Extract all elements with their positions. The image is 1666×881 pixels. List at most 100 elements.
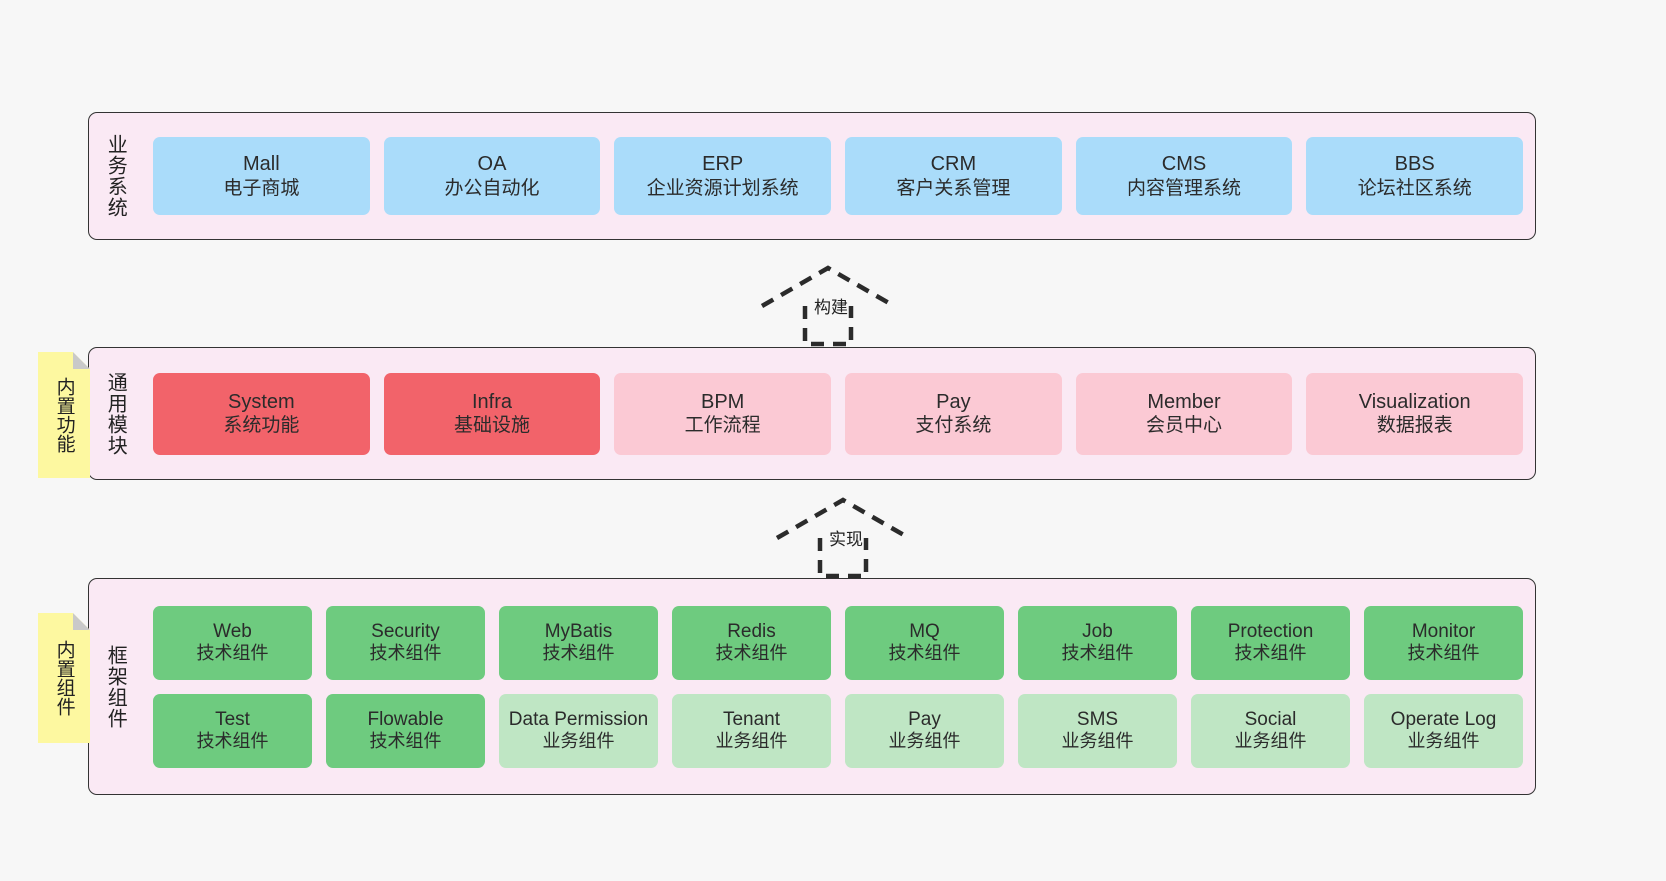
module-name-en: Mall [243, 153, 280, 176]
module-box-crm[interactable]: CRM 客户关系管理 [845, 137, 1062, 215]
module-box-system[interactable]: System 系统功能 [153, 372, 370, 455]
component-type-cn: 技术组件 [369, 643, 442, 664]
module-name-cn: 办公自动化 [444, 177, 540, 199]
component-name-en: MQ [909, 620, 940, 642]
module-box-cms[interactable]: CMS 内容管理系统 [1075, 137, 1293, 215]
connector-implement: 实现 [765, 490, 945, 582]
component-name-en: SMS [1076, 708, 1119, 730]
layer-body-framework-components: Web 技术组件 Security 技术组件 MyBatis 技术组件 Redi… [141, 579, 1535, 794]
component-box-tenant[interactable]: Tenant 业务组件 [672, 693, 831, 768]
module-name-en: BBS [1394, 153, 1435, 176]
framework-tech-components-row: Web 技术组件 Security 技术组件 MyBatis 技术组件 Redi… [153, 605, 1523, 680]
component-type-cn: 技术组件 [196, 731, 269, 752]
module-box-oa[interactable]: OA 办公自动化 [383, 137, 601, 215]
framework-business-components-row: Test 技术组件 Flowable 技术组件 Data Permission … [153, 693, 1523, 768]
component-name-en: MyBatis [544, 620, 613, 642]
layer-body-common-modules: System 系统功能 Infra 基础设施 BPM 工作流程 Pay 支付系统… [141, 348, 1535, 479]
module-name-cn: 数据报表 [1376, 415, 1453, 437]
layer-common-modules: 通用模块 System 系统功能 Infra 基础设施 BPM 工作流程 Pay… [88, 347, 1536, 480]
component-name-en: Test [215, 708, 250, 730]
note-builtin-features: 内置功能 [38, 352, 90, 478]
component-type-cn: 业务组件 [888, 731, 961, 752]
common-modules-row: System 系统功能 Infra 基础设施 BPM 工作流程 Pay 支付系统… [153, 372, 1524, 455]
component-box-mybatis[interactable]: MyBatis 技术组件 [499, 605, 658, 680]
component-box-web[interactable]: Web 技术组件 [153, 605, 312, 680]
layer-title-business: 业务系统 [104, 134, 127, 218]
module-box-erp[interactable]: ERP 企业资源计划系统 [614, 137, 832, 215]
component-type-cn: 技术组件 [1234, 643, 1307, 664]
module-name-en: CRM [930, 153, 977, 176]
component-name-en: Social [1244, 708, 1297, 730]
module-name-en: System [227, 390, 295, 413]
component-box-pay[interactable]: Pay 业务组件 [845, 693, 1004, 768]
connector-build: 构建 [750, 258, 930, 350]
component-type-cn: 业务组件 [1234, 731, 1307, 752]
module-name-cn: 电子商城 [223, 177, 300, 199]
component-box-social[interactable]: Social 业务组件 [1191, 693, 1350, 768]
module-box-infra[interactable]: Infra 基础设施 [383, 372, 601, 455]
module-box-member[interactable]: Member 会员中心 [1075, 372, 1293, 455]
module-name-en: Pay [936, 390, 971, 413]
module-name-cn: 系统功能 [223, 415, 300, 437]
module-box-bpm[interactable]: BPM 工作流程 [614, 372, 832, 455]
module-box-pay[interactable]: Pay 支付系统 [845, 372, 1062, 455]
component-type-cn: 业务组件 [1061, 731, 1134, 752]
generalization-arrow-icon [760, 265, 896, 347]
component-box-operate-log[interactable]: Operate Log 业务组件 [1364, 693, 1523, 768]
component-box-monitor[interactable]: Monitor 技术组件 [1364, 605, 1523, 680]
component-box-data-permission[interactable]: Data Permission 业务组件 [499, 693, 658, 768]
layer-title-framework-components: 框架组件 [104, 644, 127, 729]
layer-framework-components: 框架组件 Web 技术组件 Security 技术组件 MyBatis 技术组件… [88, 578, 1536, 795]
module-name-cn: 支付系统 [915, 415, 992, 437]
component-type-cn: 技术组件 [715, 643, 788, 664]
component-type-cn: 业务组件 [542, 731, 615, 752]
component-type-cn: 技术组件 [369, 731, 442, 752]
module-name-cn: 基础设施 [454, 415, 531, 437]
module-name-cn: 工作流程 [684, 415, 761, 437]
component-type-cn: 业务组件 [715, 731, 788, 752]
component-name-en: Flowable [367, 708, 444, 730]
component-type-cn: 技术组件 [542, 643, 615, 664]
component-box-flowable[interactable]: Flowable 技术组件 [326, 693, 485, 768]
component-name-en: Operate Log [1390, 708, 1497, 730]
layer-body-business: Mall 电子商城 OA 办公自动化 ERP 企业资源计划系统 CRM 客户关系… [141, 113, 1535, 239]
module-name-cn: 客户关系管理 [896, 177, 1011, 199]
note-builtin-components: 内置组件 [38, 613, 90, 743]
module-box-bbs[interactable]: BBS 论坛社区系统 [1306, 137, 1524, 215]
connector-label-implement: 实现 [829, 530, 863, 549]
component-name-en: Job [1082, 620, 1113, 642]
component-box-protection[interactable]: Protection 技术组件 [1191, 605, 1350, 680]
module-name-en: Member [1147, 390, 1221, 413]
component-box-test[interactable]: Test 技术组件 [153, 693, 312, 768]
component-name-en: Security [371, 620, 440, 642]
module-name-cn: 企业资源计划系统 [646, 177, 799, 199]
component-type-cn: 业务组件 [1407, 731, 1480, 752]
component-box-mq[interactable]: MQ 技术组件 [845, 605, 1004, 680]
module-box-visualization[interactable]: Visualization 数据报表 [1306, 372, 1524, 455]
module-name-cn: 论坛社区系统 [1357, 177, 1472, 199]
component-name-en: Redis [727, 620, 776, 642]
component-box-job[interactable]: Job 技术组件 [1018, 605, 1177, 680]
business-system-row: Mall 电子商城 OA 办公自动化 ERP 企业资源计划系统 CRM 客户关系… [153, 137, 1524, 215]
generalization-arrow-icon [775, 497, 911, 579]
component-type-cn: 技术组件 [1061, 643, 1134, 664]
note-label: 内置组件 [53, 640, 75, 716]
note-label: 内置功能 [53, 377, 75, 453]
layer-business-system: 业务系统 Mall 电子商城 OA 办公自动化 ERP 企业资源计划系统 CRM… [88, 112, 1536, 240]
module-box-mall[interactable]: Mall 电子商城 [153, 137, 370, 215]
component-name-en: Protection [1227, 620, 1314, 642]
component-name-en: Web [213, 620, 252, 642]
module-name-en: BPM [701, 390, 745, 413]
component-name-en: Data Permission [508, 708, 649, 730]
component-name-en: Pay [908, 708, 941, 730]
component-name-en: Tenant [722, 708, 781, 730]
module-name-en: CMS [1161, 153, 1207, 176]
component-box-redis[interactable]: Redis 技术组件 [672, 605, 831, 680]
module-name-cn: 会员中心 [1146, 415, 1223, 437]
component-type-cn: 技术组件 [196, 643, 269, 664]
module-name-en: Visualization [1358, 390, 1471, 413]
component-box-security[interactable]: Security 技术组件 [326, 605, 485, 680]
component-box-sms[interactable]: SMS 业务组件 [1018, 693, 1177, 768]
component-type-cn: 技术组件 [888, 643, 961, 664]
